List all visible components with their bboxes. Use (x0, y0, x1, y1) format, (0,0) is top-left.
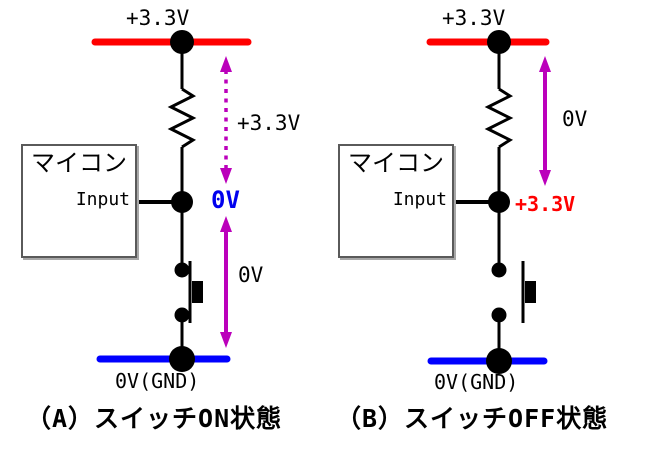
mcu-label: マイコン (31, 149, 127, 177)
arrowhead-up-icon (220, 56, 232, 72)
circuit-a (91, 30, 252, 372)
mcu-box: マイコン Input (338, 144, 454, 258)
circuit-b (426, 30, 551, 374)
pushbutton-switch-open (491, 261, 536, 323)
arrowhead-down-icon (220, 168, 232, 184)
ground-dot (169, 346, 195, 372)
voltage-arrow-dashed (220, 56, 232, 184)
resistor-symbol (167, 87, 197, 149)
mcu-box: マイコン Input (21, 144, 137, 258)
arrowhead-up-icon (220, 216, 232, 232)
caption-b: （B）スイッチOFF状態 (336, 404, 609, 433)
mcu-input-label: Input (75, 189, 130, 210)
ground-dot (486, 348, 512, 374)
switch-button (192, 281, 203, 303)
voltage-arrow-solid (539, 56, 551, 186)
resistor-drop-label: +3.3V (237, 111, 301, 135)
caption-a: （A）スイッチON状態 (26, 404, 283, 433)
node-voltage-label: +3.3V (515, 192, 576, 216)
switch-contact-dot (491, 262, 507, 278)
arrowhead-down-icon (220, 332, 232, 348)
switch-contact-dot (174, 262, 190, 278)
supply-voltage-label: +3.3V (442, 6, 506, 30)
ground-label: 0V(GND) (434, 370, 519, 394)
switch-drop-label: 0V (238, 263, 264, 287)
resistor-symbol (484, 87, 514, 149)
mcu-input-label: Input (392, 189, 447, 210)
mcu-label: マイコン (348, 149, 444, 177)
node-voltage-label: 0V (211, 186, 240, 214)
switch-button (525, 281, 536, 303)
arrowhead-down-icon (539, 170, 551, 186)
supply-voltage-label: +3.3V (126, 6, 190, 30)
arrowhead-up-icon (539, 56, 551, 72)
resistor-drop-label: 0V (562, 107, 588, 131)
ground-label: 0V(GND) (115, 369, 200, 393)
pushbutton-switch-closed (174, 261, 203, 323)
voltage-arrow-solid (220, 216, 232, 348)
